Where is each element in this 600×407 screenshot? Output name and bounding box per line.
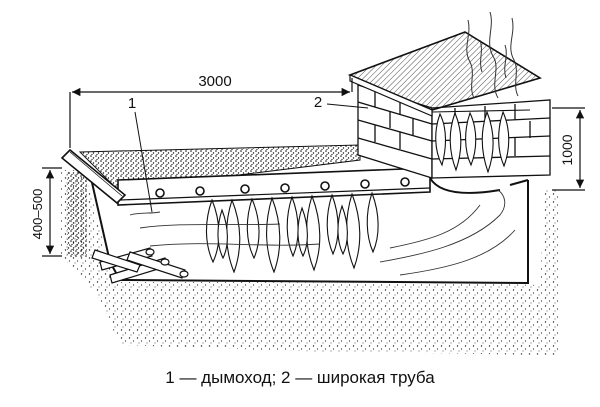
height-label: 1000	[559, 134, 575, 165]
firewood	[91, 247, 189, 284]
smoke-flow	[129, 189, 516, 276]
callout-2-leader	[326, 103, 369, 109]
depth-label: 400–500	[30, 189, 45, 240]
fish-under-flue	[205, 191, 379, 274]
figure-caption: 1 — дымоход; 2 — широкая труба	[165, 368, 435, 387]
smoke	[466, 11, 519, 99]
length-dimension	[69, 78, 353, 148]
support-rails	[119, 187, 431, 201]
length-label: 3000	[198, 73, 231, 90]
depth-dimension	[42, 167, 62, 257]
roof-panel	[347, 31, 542, 117]
flue-board	[117, 167, 431, 206]
flue-pipe	[60, 148, 127, 205]
brick-stack	[357, 84, 551, 179]
trench-wall-left	[67, 172, 87, 257]
ground-soil	[60, 170, 560, 355]
callout-1: 1	[128, 95, 136, 112]
fish-right-chamber	[431, 109, 531, 174]
callout-1-leader	[134, 111, 153, 213]
height-dimension	[552, 107, 585, 191]
callout-2: 2	[314, 94, 322, 111]
